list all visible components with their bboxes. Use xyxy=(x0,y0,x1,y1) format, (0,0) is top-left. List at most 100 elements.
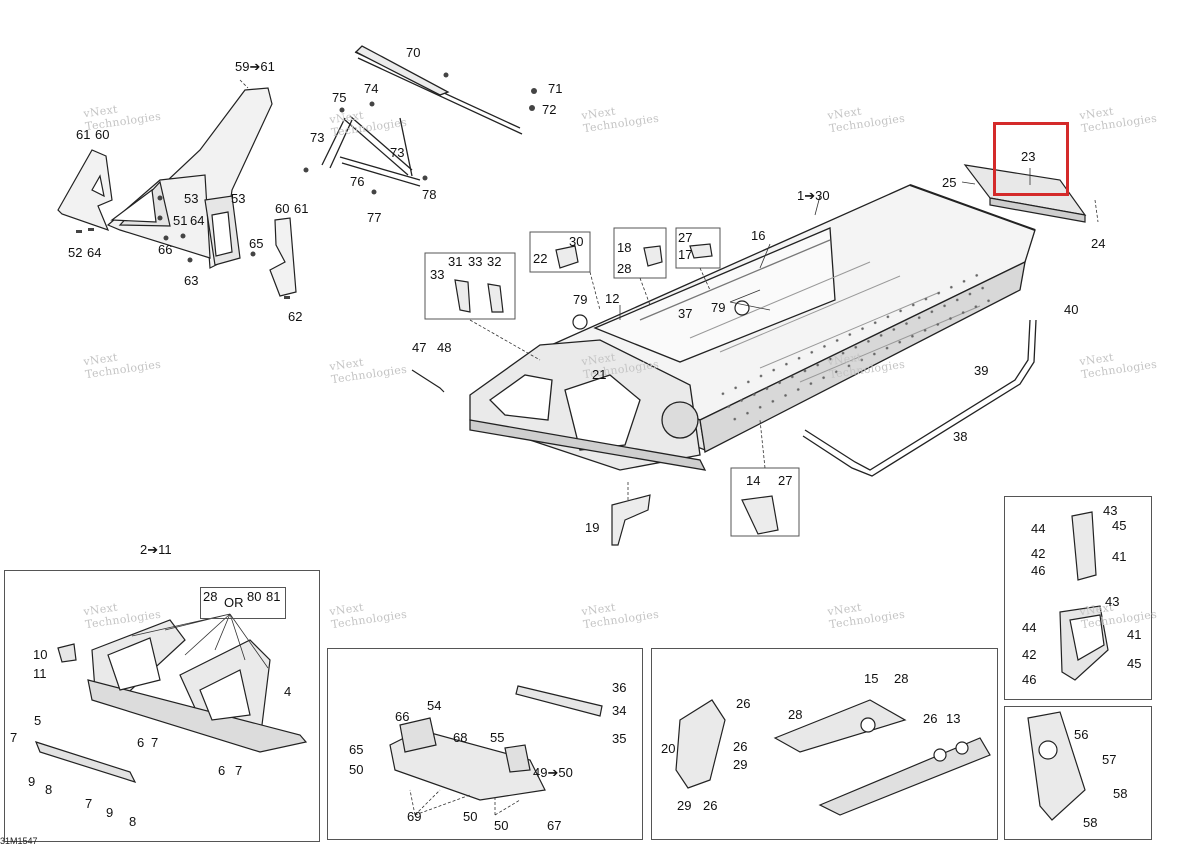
callout-60: 60 xyxy=(95,127,110,142)
solid-leaders xyxy=(619,168,1031,320)
callout-34: 34 xyxy=(612,703,627,718)
panel-skid-plate xyxy=(651,648,998,840)
callout-62: 62 xyxy=(288,309,303,324)
callout-box-80-81 xyxy=(200,587,286,619)
panel-crossmember xyxy=(327,648,643,840)
callout-67: 67 xyxy=(547,818,562,833)
callout-21: 21 xyxy=(592,367,607,382)
diagram-id: 31M1547 xyxy=(0,836,38,846)
callout-61: 61 xyxy=(76,127,91,142)
callout-55: 55 xyxy=(490,730,505,745)
callout-7: 7 xyxy=(151,735,159,750)
rod-fasteners xyxy=(303,72,537,195)
callout-7: 7 xyxy=(10,730,18,745)
callout-8: 8 xyxy=(129,814,137,829)
callout-44: 44 xyxy=(1031,521,1046,536)
callout-46: 46 xyxy=(1022,672,1037,687)
callout-33: 33 xyxy=(468,254,483,269)
callout-42: 42 xyxy=(1031,546,1046,561)
callout-79: 79 xyxy=(711,300,726,315)
callout-49-50: 49➔50 xyxy=(533,765,573,780)
callout-70: 70 xyxy=(406,45,421,60)
callout-65: 65 xyxy=(349,742,364,757)
panel-56-58 xyxy=(1004,706,1152,840)
callout-2-11: 2➔11 xyxy=(140,542,172,557)
callout-9: 9 xyxy=(28,774,36,789)
callout-8: 8 xyxy=(45,782,53,797)
callout-46: 46 xyxy=(1031,563,1046,578)
callout-25: 25 xyxy=(942,175,957,190)
callout-12: 12 xyxy=(605,291,620,306)
leader-lines xyxy=(239,79,1099,500)
callout-58: 58 xyxy=(1083,815,1098,830)
callout-71: 71 xyxy=(548,81,563,96)
callout-65: 65 xyxy=(249,236,264,251)
callout-33: 33 xyxy=(430,267,445,282)
callout-14: 14 xyxy=(746,473,761,488)
highlight-box-part-23 xyxy=(993,122,1069,196)
callout-16: 16 xyxy=(751,228,766,243)
callout-64: 64 xyxy=(190,213,205,228)
callout-42: 42 xyxy=(1022,647,1037,662)
callout-28: 28 xyxy=(894,671,909,686)
callout-50: 50 xyxy=(349,762,364,777)
callout-6: 6 xyxy=(137,735,145,750)
callout-31: 31 xyxy=(448,254,463,269)
callout-68: 68 xyxy=(453,730,468,745)
tunnel-brackets xyxy=(411,243,779,546)
callout-1-30: 1➔30 xyxy=(797,188,830,203)
callout-10: 10 xyxy=(33,647,48,662)
callout-17: 17 xyxy=(678,247,693,262)
callout-40: 40 xyxy=(1064,302,1079,317)
callout-28: 28 xyxy=(203,589,218,604)
callout-43: 43 xyxy=(1103,503,1118,518)
callout-27: 27 xyxy=(778,473,793,488)
callout-9: 9 xyxy=(106,805,114,820)
callout-24: 24 xyxy=(1091,236,1106,251)
callout-19: 19 xyxy=(585,520,600,535)
callout-72: 72 xyxy=(542,102,557,117)
running-board-38 xyxy=(802,319,1037,477)
callout-53: 53 xyxy=(231,191,246,206)
callout-26: 26 xyxy=(736,696,751,711)
right-side-bracket-60-61 xyxy=(269,217,297,297)
callout-53: 53 xyxy=(184,191,199,206)
callout-5: 5 xyxy=(34,713,42,728)
callout-26: 26 xyxy=(733,739,748,754)
callout-57: 57 xyxy=(1102,752,1117,767)
callout-28: 28 xyxy=(788,707,803,722)
callout-50: 50 xyxy=(494,818,509,833)
callout-60: 60 xyxy=(275,201,290,216)
callout-77: 77 xyxy=(367,210,382,225)
callout-11: 11 xyxy=(33,666,47,681)
callout-29: 29 xyxy=(733,757,748,772)
callout-51: 51 xyxy=(173,213,188,228)
callout-63: 63 xyxy=(184,273,199,288)
steering-support-rods xyxy=(321,45,523,187)
panel-41-46 xyxy=(1004,496,1152,700)
main-tunnel-chassis xyxy=(538,184,1036,453)
callout-81: 81 xyxy=(266,589,281,604)
callout-79: 79 xyxy=(573,292,588,307)
callout-43: 43 xyxy=(1105,594,1120,609)
tunnel-front-frame xyxy=(469,339,707,471)
callout-6: 6 xyxy=(218,763,226,778)
callout-30: 30 xyxy=(569,234,584,249)
callout-66: 66 xyxy=(158,242,173,257)
panel-crossmember-shapes xyxy=(389,685,603,801)
callout-boxes xyxy=(424,227,800,537)
callout-69: 69 xyxy=(407,809,422,824)
callout-13: 13 xyxy=(946,711,961,726)
callout-20: 20 xyxy=(661,741,676,756)
callout-36: 36 xyxy=(612,680,627,695)
callout-7: 7 xyxy=(85,796,93,811)
callout-45: 45 xyxy=(1127,656,1142,671)
callout-64: 64 xyxy=(87,245,102,260)
callout-15: 15 xyxy=(864,671,879,686)
callout-66: 66 xyxy=(395,709,410,724)
callout-7: 7 xyxy=(235,763,243,778)
callout-56: 56 xyxy=(1074,727,1089,742)
panel-2-11-leaders xyxy=(131,613,269,669)
panel-41-46-shapes xyxy=(1059,511,1109,681)
